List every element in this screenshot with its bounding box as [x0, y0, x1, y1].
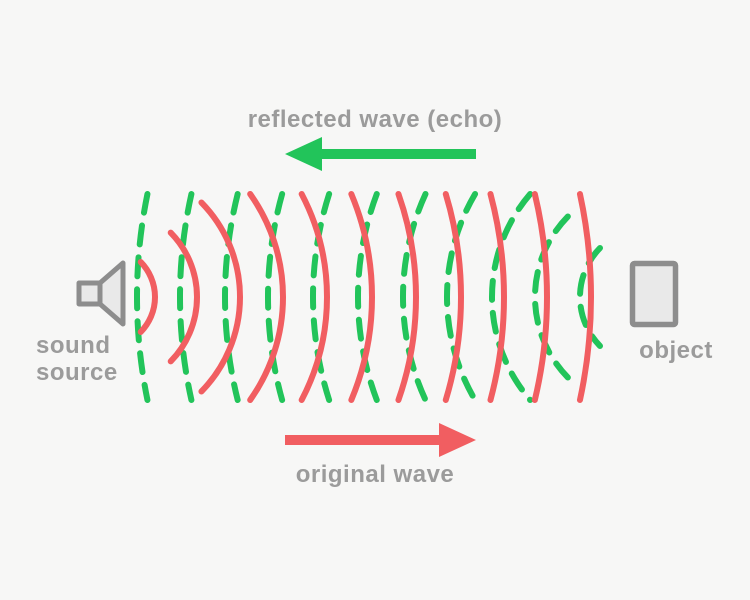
reflected-wave-arcs-arc: [222, 191, 241, 403]
reflected-wave-arcs-arc: [177, 191, 195, 403]
original-wave-label: original wave: [295, 461, 455, 488]
original-wave-arcs-arc: [531, 191, 550, 403]
original-wave-arcs-arc: [348, 191, 375, 403]
speaker-cone: [97, 260, 126, 327]
reflected-wave-arrow: [285, 137, 476, 171]
original-wave-arcs-arc: [487, 191, 507, 403]
reflected-wave-arcs-arc: [489, 191, 534, 403]
original-wave-arcs-arc: [442, 191, 464, 403]
speaker-body: [76, 280, 103, 307]
reflected-wave-arcs-arc: [134, 191, 151, 403]
sound-source-label-line2: source: [36, 359, 118, 386]
original-wave-arcs-arc: [247, 191, 286, 403]
reflected-wave-label: reflected wave (echo): [247, 106, 503, 133]
reflected-wave-arcs-arc: [400, 191, 429, 403]
reflected-wave-arcs: [134, 191, 604, 403]
original-wave-arcs-arc: [198, 199, 243, 395]
original-wave-arcs-arc: [137, 259, 158, 335]
object-box: [629, 260, 679, 328]
original-wave-arcs-arc: [395, 191, 419, 403]
reflected-wave-arcs-arc: [265, 191, 286, 403]
reflected-wave-arcs-arc: [444, 191, 479, 403]
object-label: object: [639, 337, 713, 364]
reflected-wave-arcs-arc: [310, 191, 333, 403]
original-wave-arcs-arc: [576, 191, 594, 403]
reflected-wave-arrow-shape: [285, 137, 476, 171]
original-wave-arrow: [285, 423, 476, 457]
original-wave-arrow-shape: [285, 423, 476, 457]
original-wave-arcs-arc: [298, 191, 330, 403]
reflected-wave-arcs-arc: [532, 213, 571, 381]
reflected-wave-arcs-arc: [355, 191, 380, 403]
sound-source-label-line1: sound: [36, 332, 111, 359]
speaker-icon: [76, 260, 126, 327]
original-wave-arcs: [137, 191, 594, 403]
original-wave-arcs-arc: [167, 229, 200, 365]
